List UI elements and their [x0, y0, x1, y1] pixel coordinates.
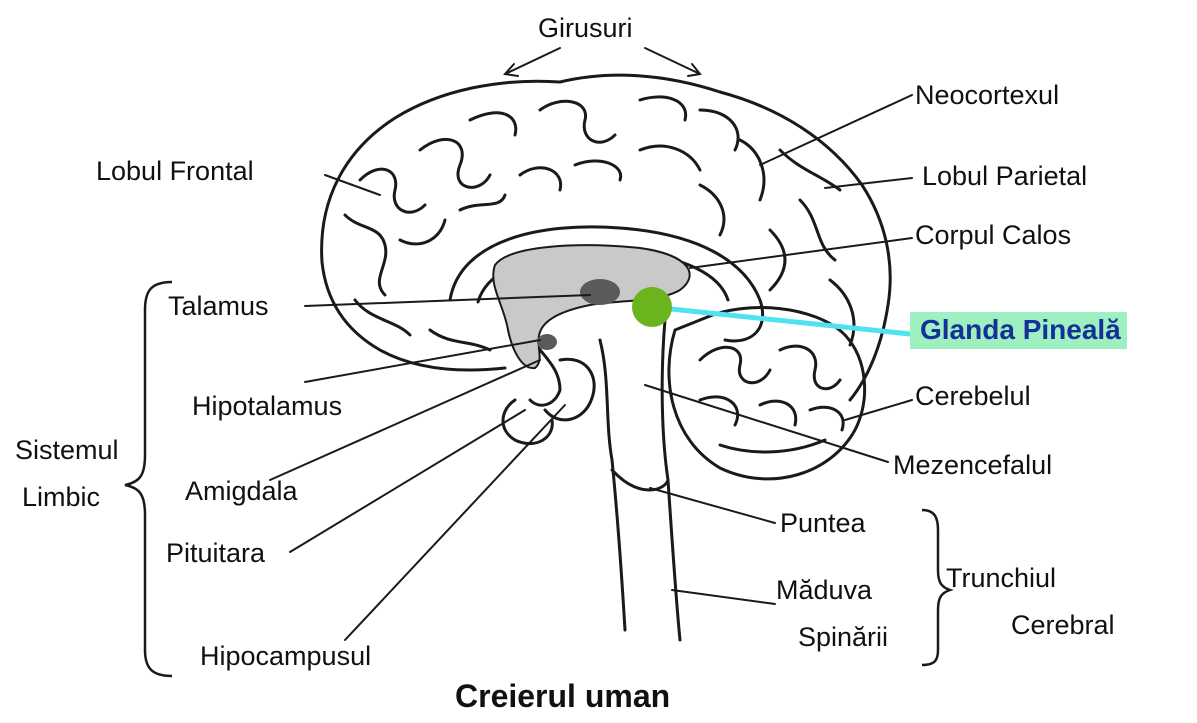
pituitary-outline [503, 400, 552, 444]
leader-hipocampusul [345, 405, 565, 640]
label-lobul-frontal: Lobul Frontal [96, 158, 254, 185]
label-hipocampusul: Hipocampusul [200, 643, 371, 670]
label-maduva: Măduva [776, 577, 872, 604]
label-cerebelul: Cerebelul [915, 383, 1031, 410]
label-spinarii: Spinării [798, 624, 888, 651]
label-corpul-calos: Corpul Calos [915, 222, 1071, 249]
leader-lobul-parietal [825, 178, 912, 188]
leader-pituitara [290, 410, 525, 552]
frontal-lower-outline [322, 262, 505, 370]
label-lobul-parietal: Lobul Parietal [922, 163, 1087, 190]
pons-outline [612, 470, 668, 490]
brainstem-outline-right [662, 320, 680, 640]
label-trunchiul: Trunchiul [946, 565, 1056, 592]
leader-cerebelul [845, 400, 912, 420]
pineal-gland [632, 287, 672, 327]
label-sistemul: Sistemul [15, 437, 119, 464]
label-neocortexul: Neocortexul [915, 82, 1059, 109]
gyri-lines [345, 97, 854, 350]
brainstem-outline [600, 340, 625, 630]
leader-maduva [672, 590, 775, 604]
label-limbic: Limbic [22, 484, 100, 511]
label-glanda-pineala: Glanda Pineală [910, 312, 1127, 349]
girusuri-arrow-right [645, 48, 700, 74]
cerebellum-folia [700, 346, 843, 452]
label-pituitara: Pituitara [166, 540, 265, 567]
label-hipotalamus: Hipotalamus [192, 393, 342, 420]
leader-corpul-calos [690, 238, 912, 268]
label-amigdala: Amigdala [185, 478, 298, 505]
label-puntea: Puntea [780, 510, 866, 537]
hypothalamus-dark [537, 334, 557, 350]
thalamus-dark [580, 279, 620, 305]
label-cerebral: Cerebral [1011, 612, 1115, 639]
brain-outline [322, 75, 891, 400]
label-mezencefalul: Mezencefalul [893, 452, 1052, 479]
label-girusuri: Girusuri [538, 15, 633, 42]
pineal-gland-pointer [652, 307, 910, 334]
diagram-title: Creierul uman [455, 680, 670, 712]
label-talamus: Talamus [168, 293, 269, 320]
girusuri-arrow-left [505, 48, 560, 74]
sistemul-limbic-brace [125, 282, 172, 676]
